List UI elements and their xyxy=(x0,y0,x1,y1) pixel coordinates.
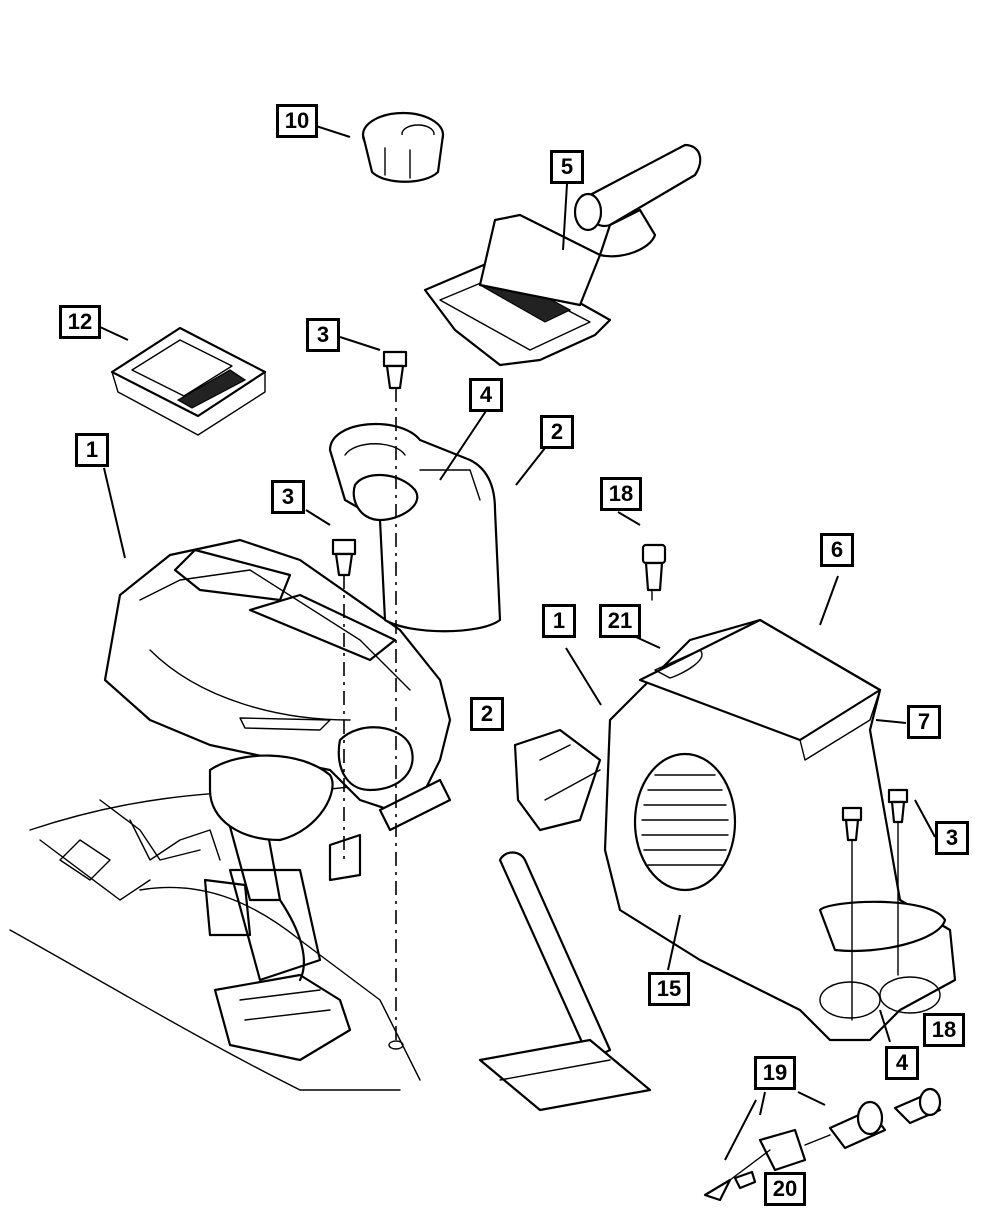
cupholder-insert xyxy=(328,422,502,633)
callout-18b: 18 xyxy=(923,1013,965,1047)
leader-lines xyxy=(99,125,936,1161)
callout-3a: 3 xyxy=(306,318,340,352)
callout-1b: 1 xyxy=(542,604,576,638)
storage-tray xyxy=(110,326,267,436)
callout-6: 6 xyxy=(820,533,854,567)
callout-12: 12 xyxy=(59,305,101,339)
power-outlet-small xyxy=(641,543,667,601)
callout-20: 20 xyxy=(764,1172,806,1206)
callout-4b: 4 xyxy=(885,1046,919,1080)
brake-lever-bezel xyxy=(423,143,702,367)
callout-10: 10 xyxy=(276,104,318,138)
screws-right xyxy=(841,788,909,1021)
console-rear-right xyxy=(513,618,957,1042)
callout-5: 5 xyxy=(550,150,584,184)
callout-18a: 18 xyxy=(600,477,642,511)
callout-19: 19 xyxy=(754,1056,796,1090)
lighter-assembly xyxy=(703,1087,942,1202)
shifter-assembly xyxy=(203,788,352,1062)
callout-1a: 1 xyxy=(75,433,109,467)
shift-knob-boot xyxy=(361,111,445,183)
callout-3c: 3 xyxy=(935,821,969,855)
callout-7: 7 xyxy=(907,705,941,739)
callout-3b: 3 xyxy=(271,480,305,514)
screws-left xyxy=(331,350,408,1050)
callout-15: 15 xyxy=(648,972,690,1006)
callout-2a: 2 xyxy=(540,415,574,449)
callout-2b: 2 xyxy=(470,697,504,731)
callout-4a: 4 xyxy=(469,378,503,412)
console-base-left xyxy=(103,538,452,882)
handbrake-lever xyxy=(478,851,652,1112)
callout-21: 21 xyxy=(599,604,641,638)
